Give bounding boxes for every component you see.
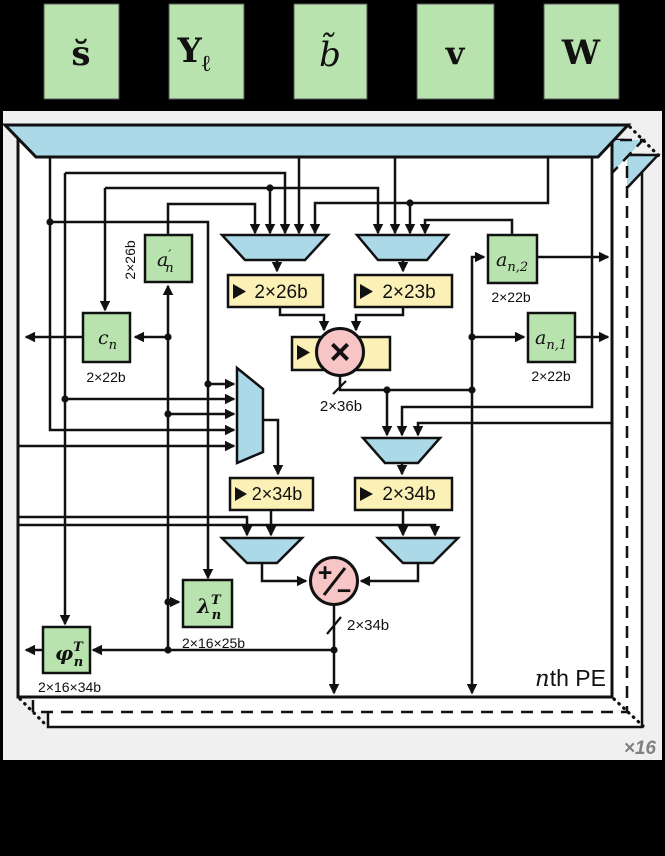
input-label-W: W [561,33,601,73]
multiply-icon: × [329,331,350,372]
addsub-out-width-label: 2×34b [347,617,389,634]
register-2x26b-label: 2×26b [254,282,307,303]
svg-text:an,1: an,1 [535,327,567,353]
svg-text:s̆: s̆ [71,34,90,74]
mux-top-right [354,233,451,262]
input-label-b: b̃ [319,32,341,75]
input-bus-bar [1,123,632,159]
wire [18,515,253,537]
wires [18,157,612,695]
c-n-width-label: 2×22b [86,369,126,385]
input-box-s: s̆ [43,3,120,100]
register-2x23b: 2×23b [353,273,454,309]
wire [470,251,486,390]
wire [412,421,612,437]
lambda-width-label: 2×16×25b [182,635,245,651]
a-n1-width-label: 2×22b [531,368,571,384]
wire [350,307,405,332]
wire [260,563,308,587]
slash-addsub-out [326,616,342,635]
stack-count-label: ×16 [624,738,657,759]
svg-text:W: W [561,33,601,73]
wire [166,202,261,235]
svg-text:a′n: a′n [157,248,174,276]
block-a-n2: an,2 2×22b [486,233,539,305]
phi-width-label: 2×16×34b [38,679,101,695]
input-label-s: s̆ [71,34,90,74]
wire [359,563,420,587]
clock-icon [360,284,373,299]
mux-bottom-left [218,536,306,565]
slash-mult-out [332,380,347,395]
svg-text:cn: cn [98,327,117,353]
registers: 2×26b 2×23b 2×34b 2×34b [226,273,454,512]
register-2x34b-right: 2×34b [353,476,454,512]
register-2x34b-left: 2×34b [228,476,315,512]
block-c-n: cn 2×22b [81,311,132,385]
svg-text:λTn: λTn [196,593,222,623]
add-subtract-unit: + − [309,556,359,606]
wire [48,157,236,436]
input-box-b: b̃ [293,3,368,100]
svg-text:Yℓ: Yℓ [177,31,211,77]
svg-text:an,2: an,2 [496,249,528,275]
minus-icon: − [337,577,352,605]
muxes [218,233,462,565]
input-box-W: W [543,3,620,100]
input-label-v: v [445,34,466,72]
wire [263,418,284,476]
svg-text:v: v [445,34,466,72]
wire [309,157,550,235]
mux-bottom-right [374,536,462,565]
mult-out-width-label: 2×36b [320,398,362,415]
wire [396,157,594,437]
svg-text:φTn: φTn [55,640,84,670]
register-2x23b-label: 2×23b [382,282,435,303]
clock-icon [360,487,373,501]
pe-corner-label: nth PE [535,665,606,692]
storage-blocks: a′n 2×26b cn 2×22b an,2 2×22b an,1 2×22b… [38,233,577,695]
bus-width-slashes [326,380,347,635]
mux-mid-right [360,436,443,465]
register-2x34b-right-label: 2×34b [382,484,435,505]
stack-ellipsis-dots [18,125,661,728]
register-2x26b: 2×26b [226,273,325,309]
pe-stack [1,123,661,729]
input-box-Y: Yℓ [168,3,245,100]
wire [419,218,514,235]
wire [278,307,330,332]
svg-text:b̃: b̃ [319,32,341,75]
clock-icon [233,284,246,299]
wire [338,376,472,392]
wire [65,171,291,235]
clock-icon [297,345,310,360]
block-a-prime: a′n 2×26b [122,233,194,284]
plus-icon: + [318,559,333,587]
wire [50,220,214,580]
mux-top-left [219,233,331,262]
top-input-row: s̆ Yℓ b̃ v W [43,3,620,100]
a-n2-width-label: 2×22b [491,289,531,305]
a-prime-width-label: 2×26b [122,240,138,280]
divide-slash-icon [322,567,347,596]
register-2x34b-left-label: 2×34b [252,484,303,504]
input-label-Y: Y [177,31,203,71]
input-box-v: v [416,3,495,100]
junction-dots [46,184,476,654]
wire [105,186,384,235]
mux-side [235,365,265,465]
clock-icon [235,487,247,501]
block-a-n1: an,1 2×22b [526,311,577,384]
multiplier: × [315,327,365,377]
wire [18,523,441,537]
